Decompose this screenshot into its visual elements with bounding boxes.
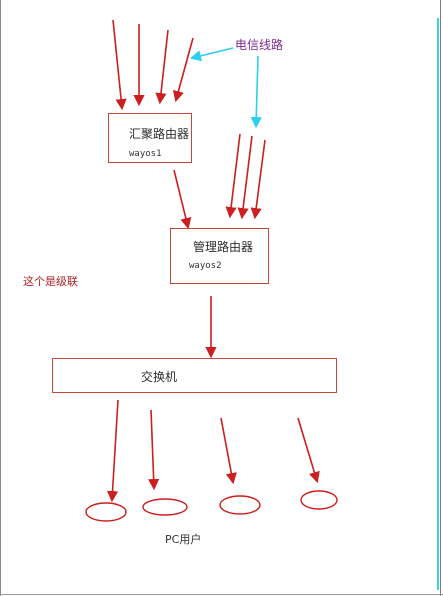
- switch-to-pc-arrow-2: [148, 409, 160, 491]
- switch-title: 交换机: [141, 370, 178, 384]
- switch-to-pc-arrow-4: [297, 417, 320, 484]
- switch-box: 交换机: [52, 358, 337, 393]
- management-router-model: wayos2: [189, 261, 222, 271]
- pc-user-ellipse-4: [300, 490, 338, 510]
- aggregation-router-title: 汇聚路由器: [129, 127, 190, 141]
- pc-user-ellipse-3: [219, 495, 261, 515]
- frame-right-highlight: [437, 18, 439, 590]
- management-router-title: 管理路由器: [193, 240, 254, 254]
- telecom-line-arrow-5: [225, 133, 241, 219]
- management-router-box: 管理路由器 wayos2: [170, 228, 269, 284]
- telecom-line-arrow-4: [172, 37, 194, 103]
- aggregation-router-model: wayos1: [129, 149, 162, 159]
- frame-left-edge: [0, 0, 1, 596]
- telecom-line-arrow-1: [112, 19, 127, 111]
- telecom-label-pointer-down: [250, 55, 262, 129]
- frame-right-edge: [440, 0, 441, 596]
- telecom-line-arrow-6: [237, 135, 253, 220]
- cascade-note: 这个是级联: [23, 275, 78, 288]
- telecom-line-label: 电信线路: [235, 38, 284, 52]
- cascade-arrow: [173, 169, 192, 230]
- switch-to-pc-arrow-3: [220, 417, 237, 485]
- switch-to-pc-arrow-1: [106, 399, 119, 503]
- aggregation-router-box: 汇聚路由器 wayos1: [108, 113, 192, 163]
- telecom-label-pointer-left: [189, 47, 234, 62]
- telecom-line-arrow-3: [155, 29, 169, 105]
- frame-bottom-edge: [0, 594, 443, 595]
- pc-user-ellipse-1: [85, 502, 127, 522]
- pc-users-label: PC用户: [165, 533, 202, 546]
- telecom-line-arrow-7: [250, 139, 266, 220]
- pc-user-ellipse-2: [142, 498, 188, 516]
